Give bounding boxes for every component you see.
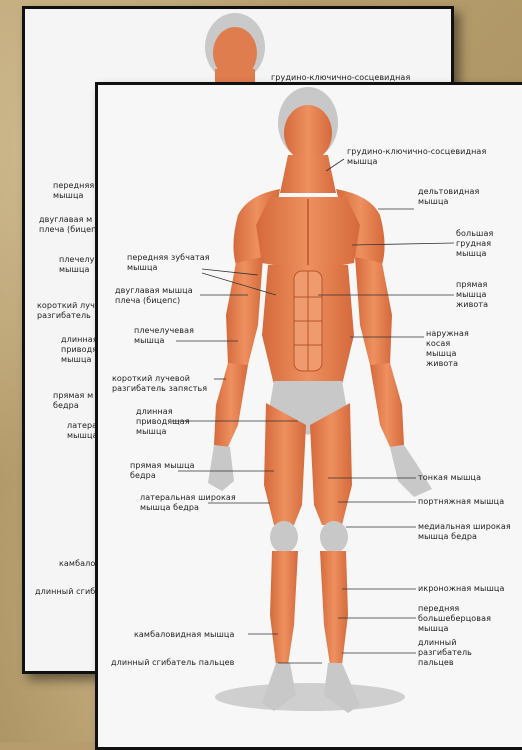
label-pectoralis-major: большая грудная мышца xyxy=(456,229,493,259)
label-tibialis-anterior: передняя большеберцовая мышца xyxy=(418,604,491,634)
label-external-oblique: наружная косая мышца живота xyxy=(426,329,469,369)
right-upper-arm xyxy=(355,257,392,365)
label-rectus-femoris: прямая мышца бедра xyxy=(130,461,195,481)
label-gracilis: тонкая мышца xyxy=(418,473,481,483)
left-knee xyxy=(270,521,298,553)
label-extensor-digitorum-longus: длинный разгибатель пальцев xyxy=(418,638,472,668)
right-forearm xyxy=(370,363,404,447)
right-hand xyxy=(390,445,432,497)
back-left-label-5: прямая м бедра xyxy=(53,391,93,411)
back-left-label-1: двуглавая м плеча (бицеп xyxy=(39,215,97,235)
label-soleus: камбаловидная мышца xyxy=(134,630,234,640)
neck-muscles xyxy=(280,155,336,193)
left-hand xyxy=(208,445,234,491)
back-left-label-0: передняя мышца xyxy=(53,181,94,201)
back-left-label-7: камбало xyxy=(59,559,95,569)
back-left-label-8: длинный сгиб xyxy=(35,587,95,597)
label-gastrocnemius: икроножная мышца xyxy=(418,584,504,594)
label-extensor-carpi-radialis-brevis: короткий лучевой разгибатель запястья xyxy=(112,374,207,394)
right-knee xyxy=(320,521,348,553)
back-left-label-3: короткий луч разгибатель xyxy=(37,301,95,321)
back-left-label-4: длинная приводя мышца xyxy=(61,335,98,365)
label-vastus-lateralis: латеральная широкая мышца бедра xyxy=(140,493,236,513)
label-deltoid: дельтовидная мышца xyxy=(418,187,479,207)
left-shin xyxy=(270,551,298,665)
label-serratus-anterior: передняя зубчатая мышца xyxy=(127,253,210,273)
label-sternocleidomastoid: грудино-ключично-сосцевидная мышца xyxy=(347,147,486,167)
label-sartorius: портняжная мышца xyxy=(418,497,504,507)
label-flexor-digitorum-longus: длинный сгибатель пальцев xyxy=(111,658,235,668)
label-biceps: двуглавая мышца плеча (бицепс) xyxy=(115,286,193,306)
label-brachioradialis: плечелучевая мышца xyxy=(134,326,194,346)
label-adductor-longus: длинная приводящая мышца xyxy=(136,407,190,437)
label-rectus-abdominis: прямая мышца живота xyxy=(456,280,488,310)
back-left-label-2: плечелу мышца xyxy=(59,255,94,275)
face-muscles xyxy=(284,105,332,161)
label-vastus-medialis: медиальная широкая мышца бедра xyxy=(418,522,511,542)
left-forearm xyxy=(214,363,248,447)
front-anatomy-sheet: грудино-ключично-сосцевидная мышца дельт… xyxy=(95,82,522,750)
right-shin xyxy=(320,551,348,665)
floor-shadow xyxy=(215,683,405,711)
